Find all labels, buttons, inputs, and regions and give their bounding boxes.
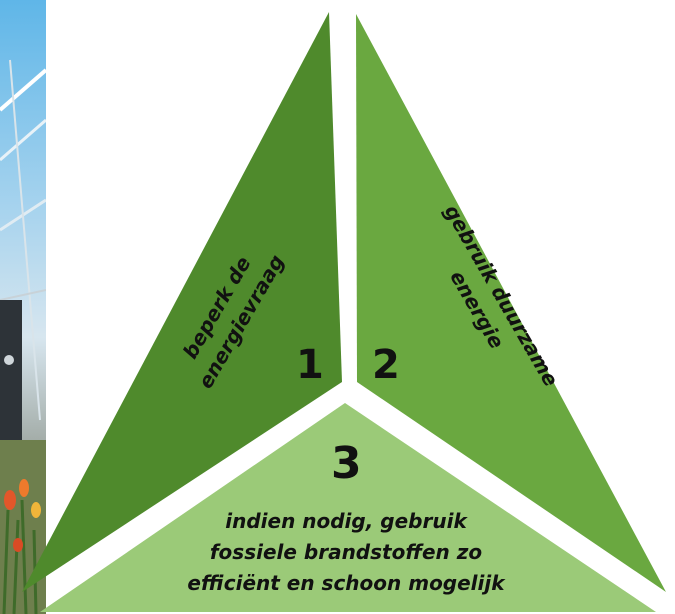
segment-2-shape (356, 14, 666, 592)
segment-3-shape (40, 403, 656, 612)
segment-2-number: 2 (372, 342, 400, 388)
greenhouse-photo (0, 0, 46, 614)
segment-3-label-line-2: fossiele brandstoffen zo (210, 540, 483, 564)
segment-3-number: 3 (331, 438, 362, 489)
segment-3-label-line-1: indien nodig, gebruik (225, 509, 468, 533)
segment-3-label-line-3: efficiënt en schoon mogelijk (187, 571, 506, 595)
segment-1-shape (22, 12, 342, 592)
segment-1-number: 1 (296, 342, 324, 388)
